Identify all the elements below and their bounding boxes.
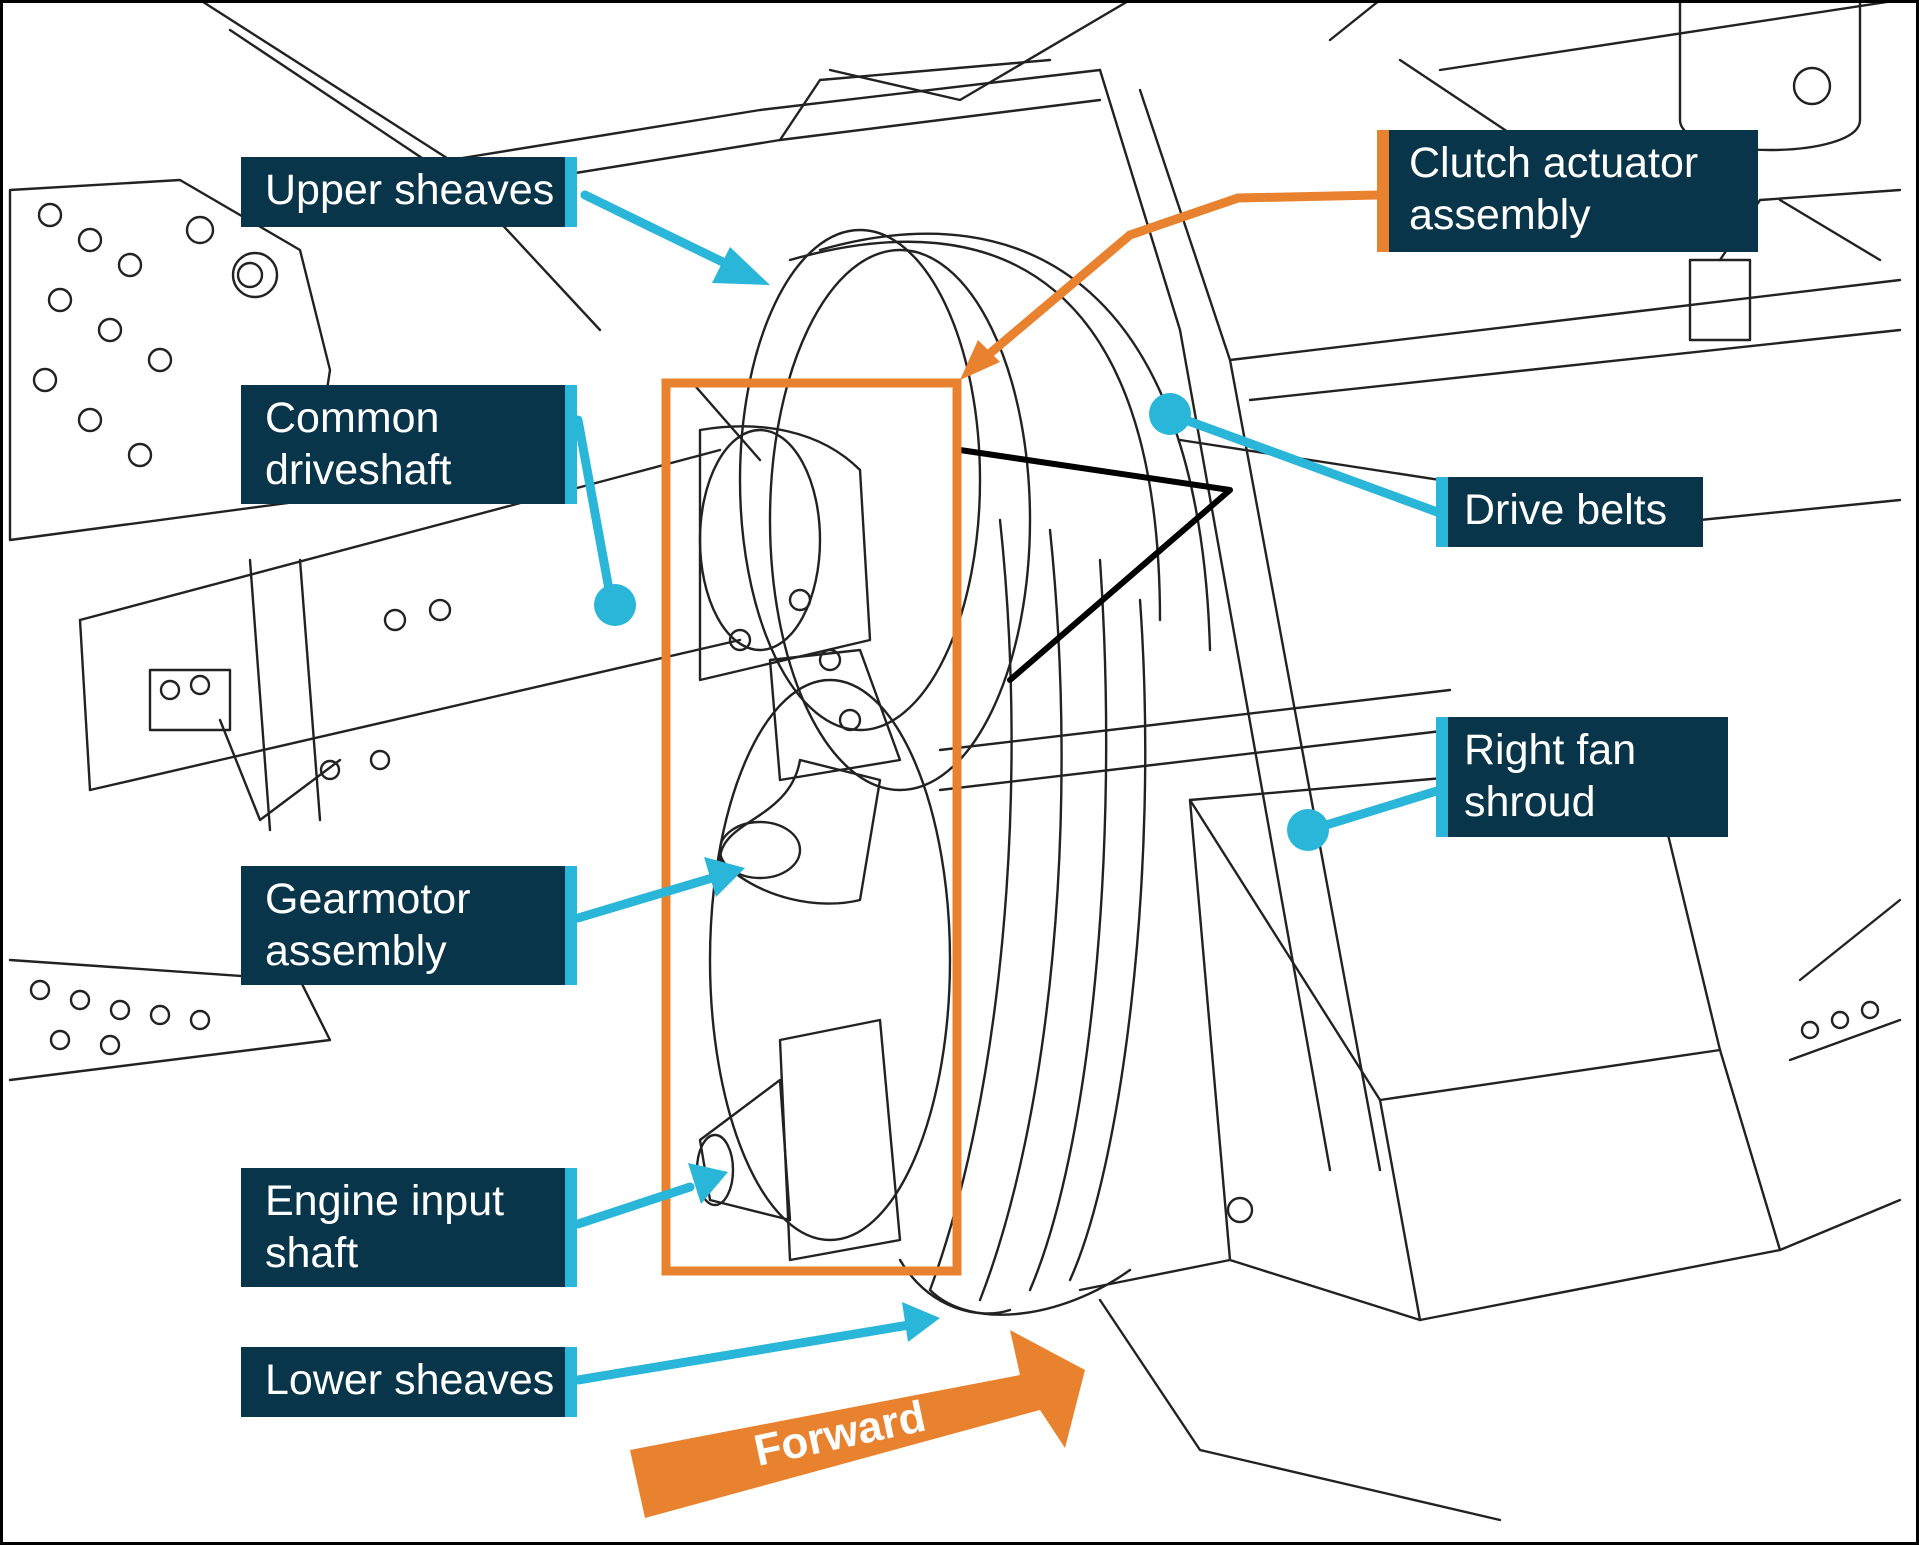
arrowhead-lower-sheaves — [902, 1302, 940, 1342]
leader-lower-sheaves — [573, 1319, 920, 1385]
forward-arrow-shape — [630, 1330, 1085, 1518]
fan-shroud-drawing — [1078, 758, 1902, 1522]
dot-fan-shroud — [1287, 809, 1329, 851]
label-right-fan-shroud: Right fan shroud — [1436, 717, 1728, 837]
clutch-parts-drawing — [688, 378, 902, 1262]
clutch-leader-line — [985, 190, 1379, 359]
clutch-highlight-box — [661, 378, 962, 1276]
leader-upper-sheaves — [580, 190, 740, 273]
label-clutch-actuator-assembly: Clutch actuator assembly — [1377, 130, 1758, 252]
cyan-dots — [594, 393, 1329, 851]
label-drive-belts: Drive belts — [1436, 477, 1703, 547]
arrowhead-gearmotor — [704, 857, 745, 897]
sheave-drawing — [708, 228, 1452, 1316]
leader-common-driveshaft — [573, 415, 617, 611]
right-truss — [1788, 898, 1902, 1062]
left-perforated-panel — [8, 178, 332, 1082]
driveshaft-drawing — [78, 448, 742, 832]
label-gearmotor-assembly: Gearmotor assembly — [241, 866, 577, 985]
label-engine-input-shaft: Engine input shaft — [241, 1168, 577, 1287]
dot-common-driveshaft — [594, 584, 636, 626]
dot-drive-belts — [1149, 393, 1191, 435]
orange-highlight — [661, 190, 1379, 1276]
label-upper-sheaves: Upper sheaves — [241, 157, 577, 227]
leader-engine-input — [573, 1182, 695, 1229]
leader-fan-shroud — [1305, 785, 1445, 835]
label-common-driveshaft: Common driveshaft — [241, 385, 577, 504]
cyan-leaders — [573, 190, 1445, 1385]
label-lower-sheaves: Lower sheaves — [241, 1347, 577, 1417]
cyan-arrowheads — [688, 247, 940, 1342]
clutch-leader-arrowhead — [960, 340, 1000, 380]
arrowhead-upper-sheaves — [712, 247, 770, 285]
leader-drive-belts — [1167, 410, 1445, 518]
arrowhead-engine-input — [688, 1163, 728, 1204]
leader-gearmotor — [573, 873, 717, 923]
